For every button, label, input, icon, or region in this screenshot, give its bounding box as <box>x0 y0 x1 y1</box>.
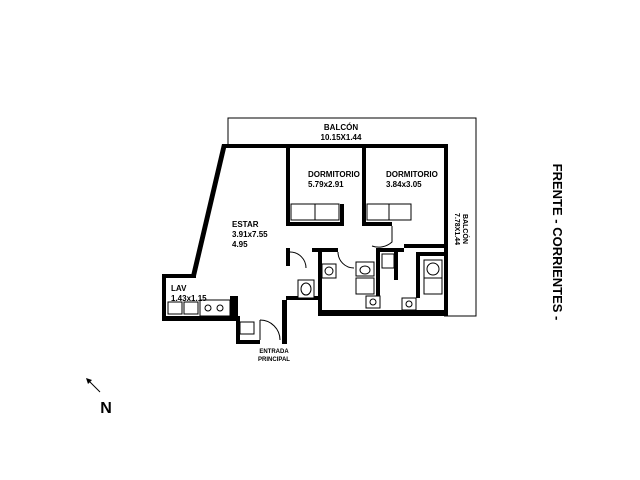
estar-extra: 4.95 <box>232 240 248 249</box>
balcon-side-name: BALCÓN <box>461 214 470 244</box>
balcon-front-name: BALCÓN <box>324 123 358 132</box>
entrada-line2: PRINCIPAL <box>258 357 290 363</box>
estar-name: ESTAR <box>232 220 259 229</box>
outer-walls <box>162 144 448 344</box>
bathroom-fixtures <box>297 253 443 311</box>
north-label: N <box>100 400 112 417</box>
balcon-side-dims: 7.78X1.44 <box>453 213 460 245</box>
dormitorio-1-name: DORMITORIO <box>308 170 360 179</box>
north-arrow-icon <box>86 378 101 393</box>
dormitorio-1-dims: 5.79x2.91 <box>308 180 344 189</box>
lav-dims: 1.43x1.15 <box>171 294 207 303</box>
dormitorio-2-dims: 3.84x3.05 <box>386 180 422 189</box>
closets <box>290 203 412 221</box>
kitchen-fixtures <box>167 299 255 335</box>
door-swings <box>259 226 393 341</box>
estar-dims: 3.91x7.55 <box>232 230 268 239</box>
dormitorio-2-name: DORMITORIO <box>386 170 438 179</box>
balcony-outline <box>227 117 477 317</box>
balcon-front-dims: 10.15X1.44 <box>321 133 362 142</box>
lav-name: LAV <box>171 284 187 293</box>
entrada-line1: ENTRADA <box>259 349 289 355</box>
frente-label: FRENTE - CORRIENTES - <box>550 164 565 321</box>
